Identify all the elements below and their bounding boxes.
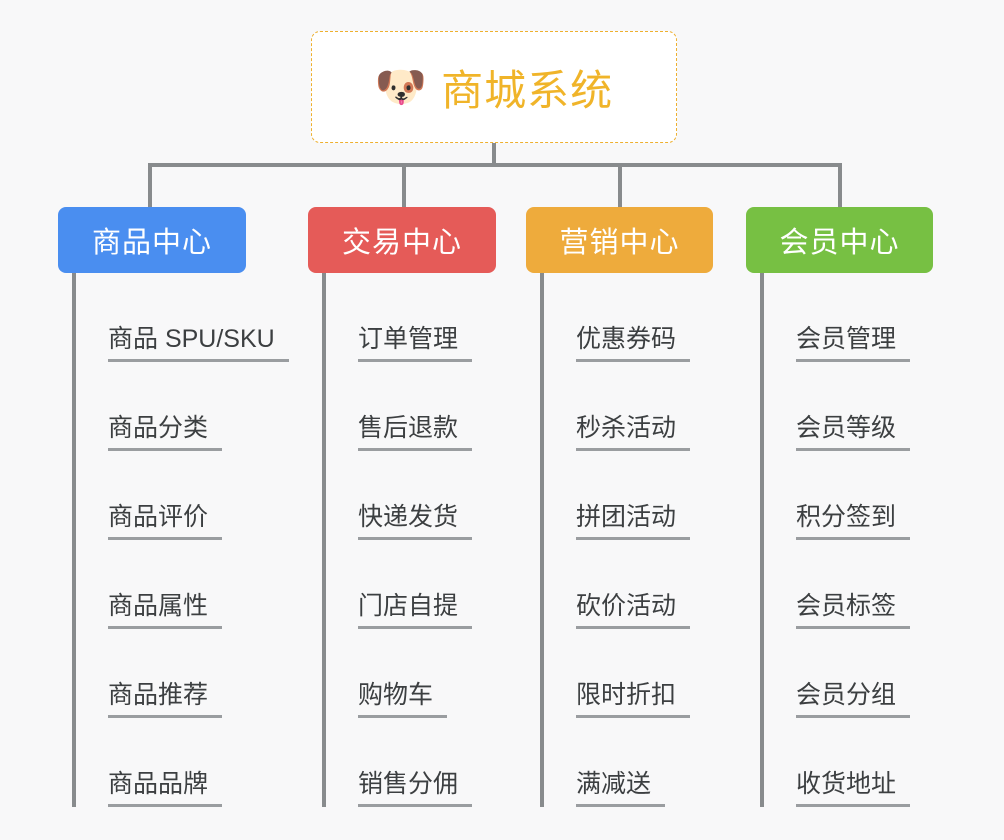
branch-column-marketing-center: 营销中心 优惠券码 秒杀活动 拼团活动 砍价活动 限时折扣 满减送 [526,163,713,807]
leaf-label: 商品推荐 [108,681,223,718]
leaf-list-product-center: 商品 SPU/SKU 商品分类 商品评价 商品属性 商品推荐 商品品牌 [72,273,289,807]
list-item[interactable]: 售后退款 [326,362,496,451]
leaf-label: 会员管理 [796,325,911,362]
branch-column-trade-center: 交易中心 订单管理 售后退款 快递发货 门店自提 购物车 销售分佣 [308,163,496,807]
leaf-label: 限时折扣 [576,681,691,718]
leaf-label: 商品 SPU/SKU [108,325,289,362]
drop-connector-member-center [838,163,842,209]
list-item[interactable]: 砍价活动 [544,540,713,629]
dog-face-icon: 🐶 [374,63,428,110]
list-item[interactable]: 限时折扣 [544,629,713,718]
category-label: 交易中心 [341,227,462,259]
horizontal-bus-connector [150,163,840,167]
leaf-label: 会员标签 [796,592,911,629]
branch-column-member-center: 会员中心 会员管理 会员等级 积分签到 会员标签 会员分组 收货地址 [746,163,933,807]
list-item[interactable]: 购物车 [326,629,496,718]
root-node-shopping-mall-system[interactable]: 🐶 商城系统 [311,31,677,143]
list-item[interactable]: 秒杀活动 [544,362,713,451]
leaf-label: 砍价活动 [576,592,691,629]
leaf-label: 会员分组 [796,681,911,718]
list-item[interactable]: 满减送 [544,718,713,807]
list-item[interactable]: 会员等级 [764,362,933,451]
list-item[interactable]: 商品 SPU/SKU [76,273,289,362]
leaf-label: 优惠券码 [576,325,691,362]
leaf-label: 商品分类 [108,414,223,451]
leaf-label: 销售分佣 [358,770,473,807]
list-item[interactable]: 积分签到 [764,451,933,540]
category-header-member-center[interactable]: 会员中心 [746,207,933,273]
list-item[interactable]: 拼团活动 [544,451,713,540]
list-item[interactable]: 收货地址 [764,718,933,807]
leaf-label: 商品属性 [108,592,223,629]
leaf-label: 满减送 [576,770,666,807]
leaf-label: 门店自提 [358,592,473,629]
drop-connector-product-center [148,163,152,209]
root-trunk-connector [492,143,496,165]
category-header-marketing-center[interactable]: 营销中心 [526,207,713,273]
list-item[interactable]: 会员标签 [764,540,933,629]
branch-column-product-center: 商品中心 商品 SPU/SKU 商品分类 商品评价 商品属性 商品推荐 商品品牌 [58,163,289,807]
list-item[interactable]: 会员管理 [764,273,933,362]
list-item[interactable]: 商品推荐 [76,629,289,718]
list-item[interactable]: 商品品牌 [76,718,289,807]
list-item[interactable]: 优惠券码 [544,273,713,362]
list-item[interactable]: 商品属性 [76,540,289,629]
list-item[interactable]: 商品分类 [76,362,289,451]
list-item[interactable]: 快递发货 [326,451,496,540]
category-label: 商品中心 [91,227,212,259]
category-label: 会员中心 [779,227,900,259]
leaf-list-marketing-center: 优惠券码 秒杀活动 拼团活动 砍价活动 限时折扣 满减送 [540,273,713,807]
leaf-label: 订单管理 [358,325,473,362]
drop-connector-trade-center [402,163,406,209]
list-item[interactable]: 门店自提 [326,540,496,629]
leaf-label: 商品品牌 [108,770,223,807]
root-node-title: 商城系统 [441,66,614,114]
category-header-product-center[interactable]: 商品中心 [58,207,246,273]
list-item[interactable]: 订单管理 [326,273,496,362]
leaf-label: 拼团活动 [576,503,691,540]
leaf-label: 商品评价 [108,503,223,540]
drop-connector-marketing-center [618,163,622,209]
leaf-label: 售后退款 [358,414,473,451]
leaf-label: 购物车 [358,681,448,718]
list-item[interactable]: 会员分组 [764,629,933,718]
category-label: 营销中心 [559,227,680,259]
leaf-list-trade-center: 订单管理 售后退款 快递发货 门店自提 购物车 销售分佣 [322,273,496,807]
list-item[interactable]: 销售分佣 [326,718,496,807]
list-item[interactable]: 商品评价 [76,451,289,540]
leaf-label: 秒杀活动 [576,414,691,451]
leaf-label: 会员等级 [796,414,911,451]
leaf-list-member-center: 会员管理 会员等级 积分签到 会员标签 会员分组 收货地址 [760,273,933,807]
leaf-label: 收货地址 [796,770,911,807]
leaf-label: 积分签到 [796,503,911,540]
leaf-label: 快递发货 [358,503,473,540]
category-header-trade-center[interactable]: 交易中心 [308,207,496,273]
